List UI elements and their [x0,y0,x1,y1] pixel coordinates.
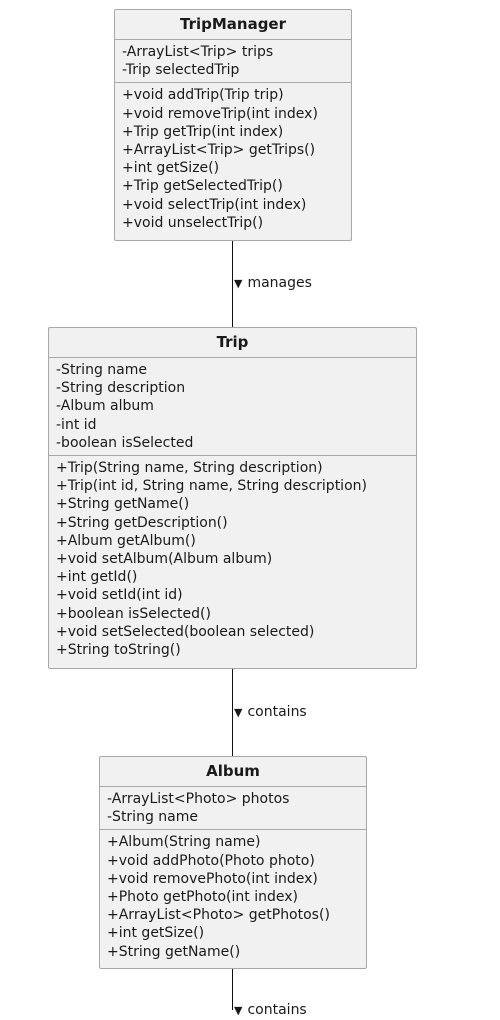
method-line: +Trip(int id, String name, String descri… [56,478,367,495]
relation-line-contains [232,669,233,756]
method-line: +int getSize() [122,160,220,177]
method-line: +void addTrip(Trip trip) [122,87,284,104]
attribute-line: -ArrayList<Trip> trips [122,44,274,60]
method-line: +Album(String name) [107,834,261,851]
method-line: +void addPhoto(Photo photo) [107,852,315,869]
method-line: +Trip(String name, String description) [56,460,323,477]
method-line: +void selectTrip(int index) [122,196,307,213]
relation-line-manages [232,241,233,327]
method-line: +String toString() [56,642,181,659]
method-line: +String getDescription() [56,514,228,531]
method-line: +Trip getSelectedTrip() [122,178,283,195]
methods-section: +void addTrip(Trip trip)+void removeTrip… [115,82,351,235]
method-line: +void setSelected(boolean selected) [56,623,315,640]
attribute-line: -int id [56,416,97,433]
method-line: +void removeTrip(int index) [122,105,318,122]
class-tripmanager: TripManager -ArrayList<Trip> trips -Trip … [114,9,352,241]
method-line: +Album getAlbum() [56,532,196,549]
attribute-line: -String name [107,809,198,826]
method-line: +ArrayList<Photo> getPhotos() [107,907,330,924]
relation-label-contains: ▼contains [234,704,307,720]
methods-section: +Trip(String name, String description)+T… [49,455,416,662]
attribute-line: -Album album [56,398,154,415]
attributes-section: -String name -String description-Album al… [49,358,416,455]
attribute-line: -ArrayList<Photo> photos [107,791,290,807]
method-line: +int getSize() [107,925,205,942]
method-line: +boolean isSelected() [56,605,211,622]
attribute-line: -Trip selectedTrip [122,62,240,79]
relation-label-manages: ▼manages [234,275,312,291]
class-album: Album -ArrayList<Photo> photos -String na… [99,756,367,969]
attributes-section: -ArrayList<Trip> trips -Trip selectedTrip [115,40,351,82]
class-name: Album [100,757,366,787]
method-line: +void removePhoto(int index) [107,870,318,887]
method-line: +int getId() [56,569,138,586]
method-line: +String getName() [56,496,190,513]
method-line: +Trip getTrip(int index) [122,123,284,140]
method-line: +Photo getPhoto(int index) [107,889,298,906]
methods-section: +Album(String name)+void addPhoto(Photo … [100,829,366,963]
arrow-down-icon: ▼ [234,277,243,290]
method-line: +void setId(int id) [56,587,183,604]
arrow-down-icon: ▼ [234,706,243,719]
class-trip: Trip -String name -String description-Alb… [48,327,417,669]
attribute-line: -boolean isSelected [56,434,194,451]
arrow-down-icon: ▼ [234,1004,243,1017]
class-name: TripManager [115,10,351,40]
attribute-line: -String name [56,362,147,378]
method-line: +void setAlbum(Album album) [56,551,273,568]
attribute-line: -String description [56,380,186,397]
method-line: +void unselectTrip() [122,214,264,231]
relation-line-contains-2 [232,969,233,1010]
class-name: Trip [49,328,416,358]
attributes-section: -ArrayList<Photo> photos -String name [100,787,366,829]
method-line: +String getName() [107,943,241,960]
relation-label-contains-2: ▼contains [234,1002,307,1018]
method-line: +ArrayList<Trip> getTrips() [122,142,316,159]
